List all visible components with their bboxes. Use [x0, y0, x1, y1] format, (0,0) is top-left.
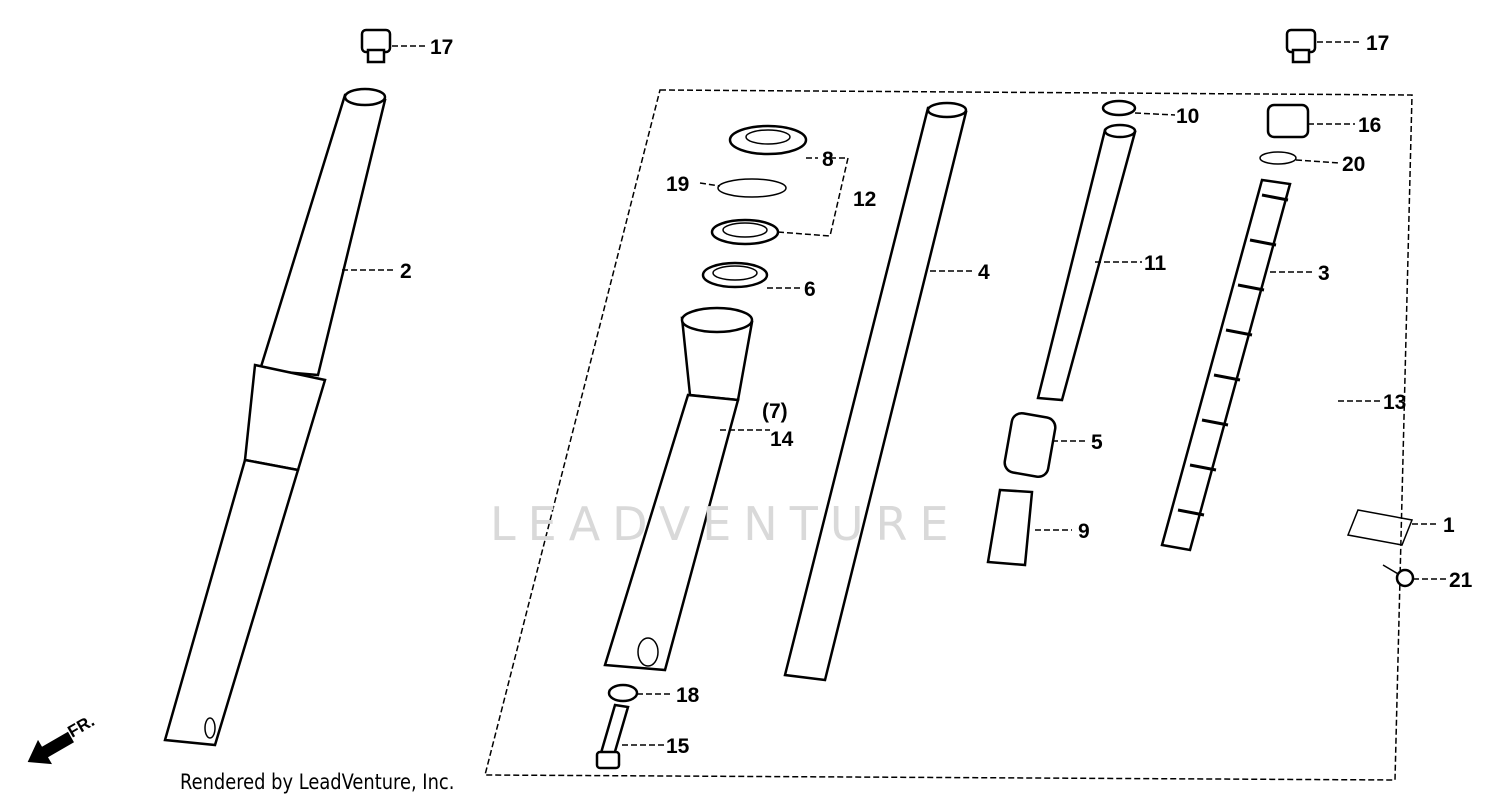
callout-20: 20: [1342, 153, 1365, 176]
callout-3: 3: [1318, 262, 1330, 285]
credit-text: Rendered by LeadVenture, Inc.: [180, 770, 455, 794]
callout-15: 15: [666, 735, 690, 758]
callout-14: 14: [770, 428, 794, 451]
callout-13: 13: [1383, 391, 1406, 414]
callout-1: 1: [1443, 514, 1455, 537]
callout-17-left: 17: [430, 36, 453, 59]
part-10-ring[interactable]: [1101, 99, 1137, 117]
spring-coils: [1177, 193, 1289, 517]
part-3-fork-spring[interactable]: [1160, 178, 1292, 552]
callout-5: 5: [1091, 431, 1103, 454]
part-17-bolt-right[interactable]: [1285, 28, 1317, 64]
part-15-socket-bolt[interactable]: [595, 703, 630, 770]
part-16-cap-bolt[interactable]: [1266, 103, 1310, 139]
callout-10: 10: [1176, 105, 1199, 128]
part-9-oil-lock-piece[interactable]: [986, 488, 1034, 567]
callout-21: 21: [1449, 569, 1473, 592]
part-20-o-ring[interactable]: [1259, 151, 1297, 165]
part-14-fork-slider[interactable]: [603, 306, 754, 672]
front-direction-arrow-icon: [27, 731, 74, 765]
callout-11: 11: [1144, 252, 1167, 275]
part-18-washer[interactable]: [607, 683, 639, 703]
part-4-inner-tube[interactable]: [783, 101, 968, 682]
callout-12: 12: [853, 188, 876, 211]
part-19-clip[interactable]: [717, 178, 787, 198]
callout-4: 4: [978, 261, 990, 284]
part-5-rebound-spring[interactable]: [1003, 411, 1057, 479]
callout-6: 6: [804, 278, 816, 301]
part-6-washer[interactable]: [701, 261, 769, 289]
leader-lines: [342, 41, 1446, 746]
part-21-bolt[interactable]: [1382, 564, 1415, 588]
part-1-clip[interactable]: [1346, 509, 1414, 546]
callout-9: 9: [1078, 520, 1090, 543]
callout-19: 19: [666, 173, 689, 196]
callout-8: 8: [822, 148, 834, 171]
callout-2: 2: [400, 260, 412, 283]
callout-17-right: 17: [1366, 32, 1389, 55]
part-17-bolt-left[interactable]: [360, 28, 392, 64]
part-11-piston[interactable]: [1036, 99, 1137, 402]
watermark: LEADVENTURE: [490, 497, 961, 551]
part-2-fork-assembly[interactable]: [163, 87, 387, 747]
callout-18: 18: [676, 684, 700, 707]
callout-7: (7): [762, 400, 788, 423]
callout-16: 16: [1358, 114, 1381, 137]
